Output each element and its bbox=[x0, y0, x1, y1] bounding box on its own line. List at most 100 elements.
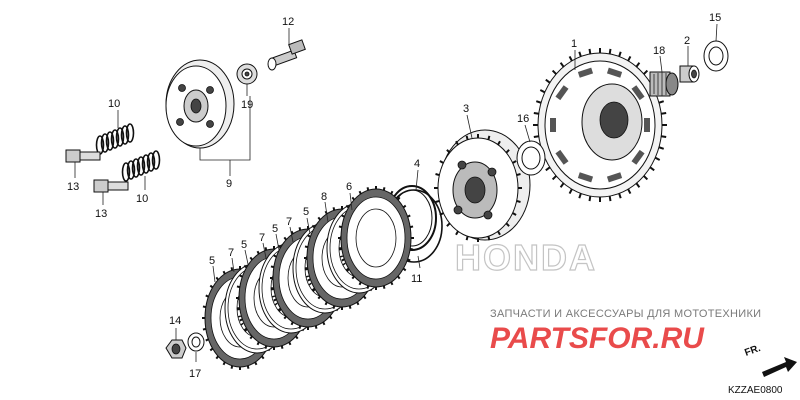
hub-spline bbox=[446, 222, 451, 227]
callout-13b: 13 bbox=[95, 208, 107, 220]
spring-coil bbox=[131, 158, 141, 178]
gear-tooth bbox=[658, 146, 665, 150]
plate-spline bbox=[237, 315, 242, 318]
diagram-code: KZZAE0800 bbox=[728, 385, 783, 396]
callout-18: 18 bbox=[653, 45, 665, 57]
callout-5d: 5 bbox=[303, 206, 309, 218]
basket-slots bbox=[550, 67, 650, 183]
basket-slot bbox=[555, 149, 569, 165]
plate-tab bbox=[256, 341, 260, 346]
gear-tooth bbox=[658, 100, 665, 104]
gear-tooth bbox=[539, 89, 546, 94]
plate-tab bbox=[239, 318, 243, 322]
gear-tooth bbox=[627, 55, 632, 62]
plate-tab bbox=[215, 276, 219, 281]
leader-lines bbox=[74, 23, 718, 362]
plate-tab bbox=[205, 294, 209, 298]
shop-site: PARTSFOR.RU bbox=[490, 322, 705, 355]
hub-splines bbox=[434, 134, 522, 242]
plate-tab bbox=[270, 287, 275, 291]
gear-tooth bbox=[588, 195, 592, 202]
plate-tab bbox=[243, 327, 248, 332]
callout-1: 1 bbox=[571, 38, 577, 50]
plate-tab bbox=[311, 224, 316, 229]
basket-slot bbox=[550, 118, 556, 132]
arrow-icon bbox=[762, 357, 797, 377]
callout-11: 11 bbox=[411, 273, 422, 285]
gear-tooth bbox=[559, 182, 565, 188]
spring-coil bbox=[151, 150, 161, 170]
spring-coil bbox=[141, 154, 151, 174]
callout-4: 4 bbox=[414, 158, 420, 170]
gear-tooth bbox=[545, 78, 551, 84]
callout-19: 19 bbox=[241, 99, 253, 111]
plate-tab bbox=[390, 281, 394, 286]
honda-watermark: HONDA bbox=[455, 237, 597, 278]
callout-labels: 1 2 3 4 5 5 5 5 6 7 7 7 8 9 10 10 11 12 … bbox=[67, 12, 721, 380]
plate-tab bbox=[345, 204, 350, 209]
plate-tab bbox=[390, 190, 394, 195]
basket-slot bbox=[577, 172, 594, 183]
plate-tab bbox=[407, 258, 411, 262]
plate-tab bbox=[409, 225, 414, 229]
plate-inner bbox=[355, 208, 397, 268]
plate-tab bbox=[202, 305, 207, 309]
thrust-washer-16 bbox=[516, 140, 546, 176]
plate-tab bbox=[338, 225, 343, 229]
plate-tab bbox=[345, 267, 350, 272]
plate-tab bbox=[264, 345, 268, 349]
gear-tooth bbox=[578, 51, 582, 57]
callout-5b: 5 bbox=[241, 239, 247, 251]
plate-tab bbox=[307, 234, 311, 238]
callout-17: 17 bbox=[189, 368, 201, 380]
gear-tooth bbox=[643, 175, 649, 181]
plate-spline bbox=[308, 282, 312, 286]
plate-tab bbox=[280, 345, 284, 349]
plate-tab bbox=[366, 187, 370, 191]
hub-spline bbox=[516, 199, 521, 203]
plate-tab bbox=[382, 187, 386, 191]
callout-7a: 7 bbox=[228, 247, 234, 259]
plate-tab bbox=[298, 325, 302, 329]
clutch-spring-10a bbox=[95, 123, 135, 155]
gear-tooth bbox=[649, 166, 655, 172]
friction-disc bbox=[338, 186, 414, 290]
hub-spline bbox=[505, 222, 510, 227]
pressure-plate-9 bbox=[165, 59, 235, 149]
plate-tab bbox=[324, 301, 328, 306]
plate-tab bbox=[332, 305, 336, 309]
basket-slot bbox=[555, 85, 569, 101]
plate-tab bbox=[209, 284, 214, 289]
callout-7b: 7 bbox=[259, 232, 265, 244]
spring-coil bbox=[136, 156, 146, 176]
plate-tab bbox=[215, 355, 219, 360]
spring-coil bbox=[110, 129, 120, 149]
hub-spline bbox=[435, 173, 440, 177]
plate-tab bbox=[409, 247, 414, 251]
basket-slot bbox=[631, 85, 645, 101]
plate-tab bbox=[230, 267, 234, 271]
plate-tab bbox=[397, 275, 401, 280]
plate-tab bbox=[283, 236, 287, 241]
washer-17 bbox=[187, 332, 205, 352]
gear-tooth bbox=[551, 175, 557, 181]
callout-15: 15 bbox=[709, 12, 721, 24]
spring-coil bbox=[125, 123, 135, 143]
plate-tab bbox=[270, 265, 275, 269]
plate-spline bbox=[240, 322, 244, 326]
hub-spline bbox=[465, 236, 469, 241]
hub-spline bbox=[487, 135, 491, 140]
spring-coil bbox=[115, 127, 125, 147]
callout-3: 3 bbox=[463, 103, 469, 115]
plate-tab bbox=[273, 298, 277, 302]
callout-7c: 7 bbox=[286, 216, 292, 228]
plate-tab bbox=[366, 285, 370, 289]
fr-label: FR. bbox=[743, 343, 762, 359]
plate-tab bbox=[288, 341, 292, 346]
hub-spline bbox=[446, 149, 451, 154]
plate-tab bbox=[236, 307, 241, 311]
hub-spline bbox=[497, 230, 501, 236]
spring-coil bbox=[146, 152, 156, 172]
